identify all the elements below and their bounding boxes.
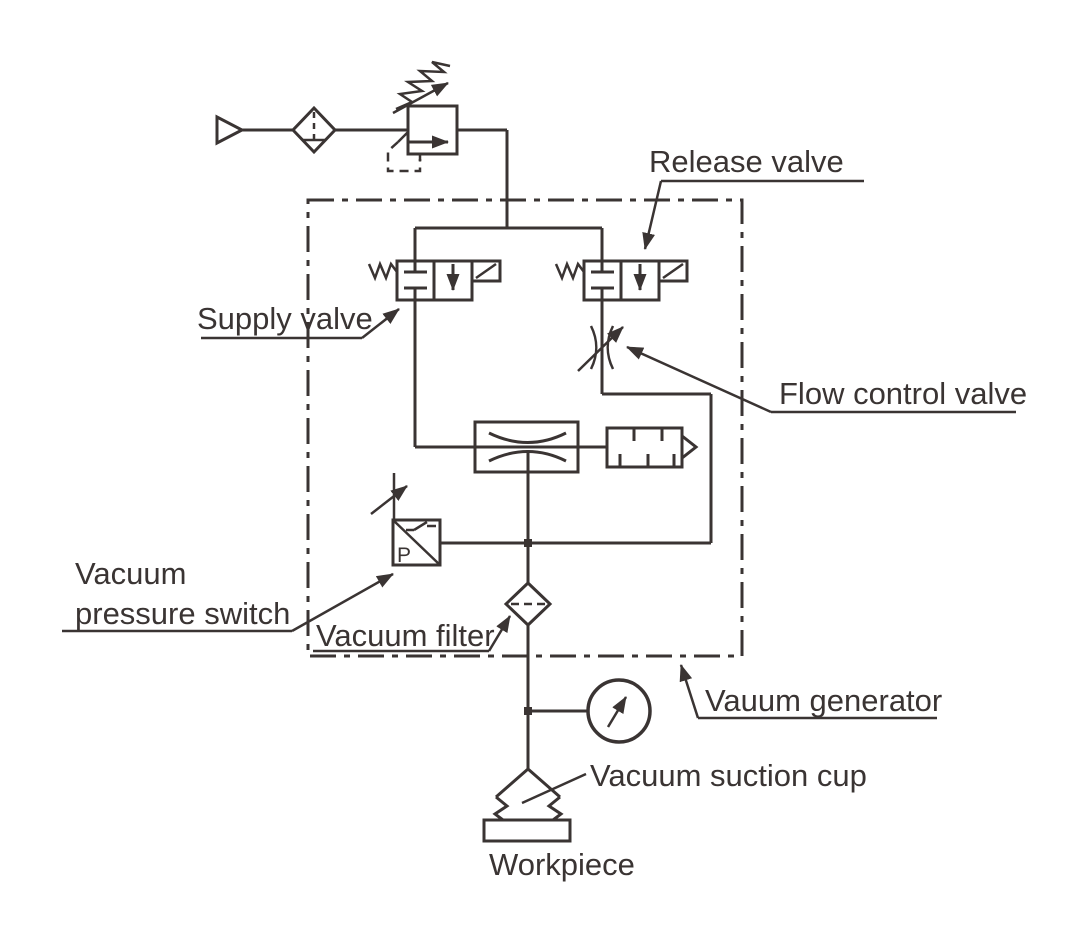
venturi-ejector-icon [473,420,607,474]
label-vacuum-generator: Vauum generator [679,664,942,720]
supply-solenoid-valve-icon [367,259,502,302]
label-text: Vacuum filter [316,618,495,653]
leader-arrow [626,345,772,414]
spring [367,260,398,282]
air-supply-icon [215,114,293,146]
label-vacuum-suction-cup: Vacuum suction cup [521,758,867,805]
solenoid [657,259,689,283]
release-solenoid-valve-icon [554,259,689,302]
junction-dot [524,539,532,547]
leader-arrow [679,664,700,719]
leader-arrow [642,180,663,250]
vacuum-generator-boundary [306,198,744,658]
label-supply-valve: Supply valve [197,301,400,340]
flow-control-valve-icon [577,325,624,372]
relief-arrow [392,81,449,115]
leader-arrow [291,572,394,633]
vacuum-filter-icon [503,580,553,628]
label-text: Release valve [649,144,844,179]
label-text: Flow control valve [779,376,1027,411]
leader-arrow [487,615,512,652]
spring-zigzag [395,60,451,111]
label-workpiece: Workpiece [489,847,635,882]
adjust-arrow [370,485,408,515]
workpiece-icon [482,818,572,843]
spring [554,260,585,282]
inline-filter-icon [290,105,408,155]
contact [413,520,428,532]
label-text: pressure switch [75,596,290,631]
port-letter: P [397,544,411,567]
pilot-line [386,141,422,173]
label-release-valve: Release valve [642,144,864,250]
pressure-gauge-icon [528,678,652,744]
leader-arrow [361,308,400,339]
label-vacuum-pressure-switch: Vacuum pressure switch [62,556,394,633]
vacuum-suction-cup-icon [492,767,564,822]
leader-line [521,772,587,805]
label-text: Supply valve [197,301,373,336]
needle [606,696,628,728]
label-text: Vacuum [75,556,186,591]
adjust-arrow [577,326,624,372]
silencer-icon [605,426,699,469]
label-flow-control-valve: Flow control valve [626,345,1027,414]
pressure-regulator-icon [386,60,459,173]
vacuum-pressure-switch-icon: P [370,473,442,567]
label-text: Vacuum suction cup [590,758,867,793]
solenoid [470,259,502,283]
label-text: Workpiece [489,847,635,882]
label-text: Vauum generator [705,683,942,718]
label-vacuum-filter: Vacuum filter [313,615,512,653]
